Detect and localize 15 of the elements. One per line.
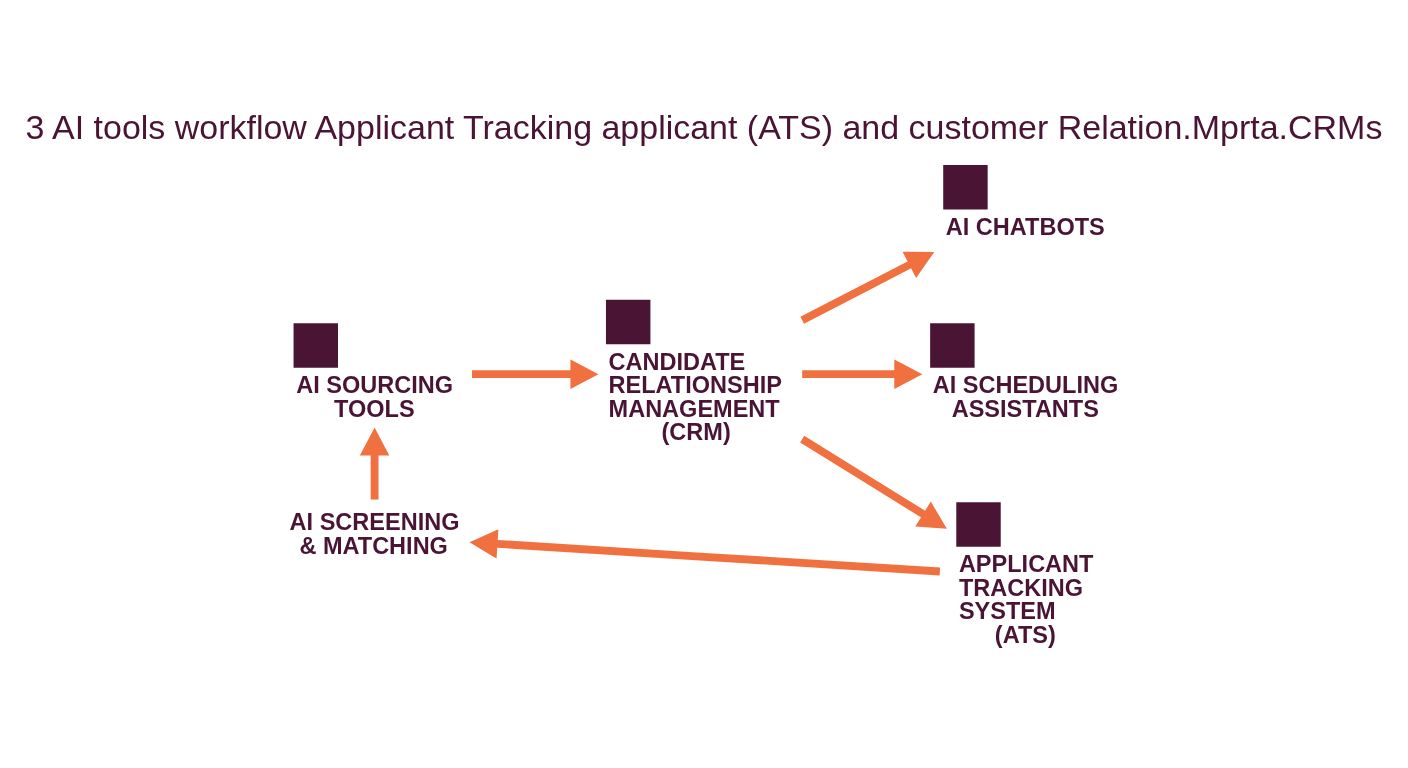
arrow xyxy=(800,251,935,324)
node-box xyxy=(930,323,975,368)
arrow xyxy=(800,435,947,529)
node-text: AI SCREENING & MATCHING xyxy=(289,509,460,559)
node-box xyxy=(293,323,338,368)
node-label: APPLICANT TRACKING SYSTEM (ATS) xyxy=(958,551,1094,648)
node-box xyxy=(605,299,651,345)
node-label: AI CHATBOTS xyxy=(945,213,1105,240)
node-label: CANDIDATE RELATIONSHIP MANAGEMENT (CRM) xyxy=(608,348,782,446)
node-box xyxy=(956,502,1001,547)
diagram-title: 3 AI tools workflow Applicant Tracking applicant (ATS) and customer Relation.Mprta.CRMs xyxy=(25,107,1383,146)
node-box xyxy=(943,165,988,210)
node-label: AI SOURCING TOOLS xyxy=(296,372,453,422)
arrow xyxy=(469,529,941,576)
node-label: AI SCHEDULING ASSISTANTS xyxy=(932,372,1119,422)
